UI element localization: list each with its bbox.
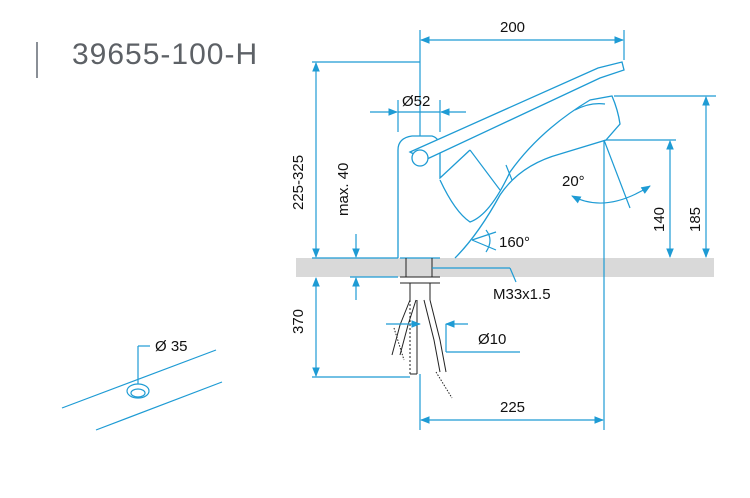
faucet-body [397, 61, 625, 259]
mounting-shank [391, 258, 453, 399]
dim-20deg: 20° [562, 139, 651, 209]
dim-370: 370 [290, 277, 410, 378]
title-divider [36, 42, 38, 78]
hole-detail: Ø 35 [61, 338, 223, 431]
dim-200-label: 200 [500, 19, 525, 36]
dim-d10-label: Ø10 [478, 331, 506, 348]
dim-185-label: 185 [687, 207, 704, 232]
dim-max40-label: max. 40 [335, 163, 352, 216]
dim-160-label: 160° [499, 234, 530, 251]
dim-140-label: 140 [651, 207, 668, 232]
model-number: 39655-100-H [72, 38, 259, 71]
dim-d52: Ø52 [370, 93, 466, 132]
dim-225-325: 225-325 [290, 61, 420, 259]
dim-200: 200 [419, 19, 625, 136]
dim-max40: max. 40 [335, 163, 398, 300]
dim-370-label: 370 [290, 309, 307, 334]
hole-diameter-label: Ø 35 [155, 338, 188, 355]
dim-225-325-label: 225-325 [290, 155, 307, 210]
dim-d10: Ø10 [386, 320, 520, 353]
dim-d52-label: Ø52 [402, 93, 430, 110]
dim-225-label: 225 [500, 399, 525, 416]
dim-thread-label: M33x1.5 [493, 286, 551, 303]
dim-thread: M33x1.5 [432, 267, 551, 303]
swivel-160-symbol: 160° [471, 229, 530, 253]
dim-140: 140 [606, 139, 676, 258]
dim-20deg-label: 20° [562, 173, 585, 190]
dim-185: 185 [614, 95, 716, 258]
